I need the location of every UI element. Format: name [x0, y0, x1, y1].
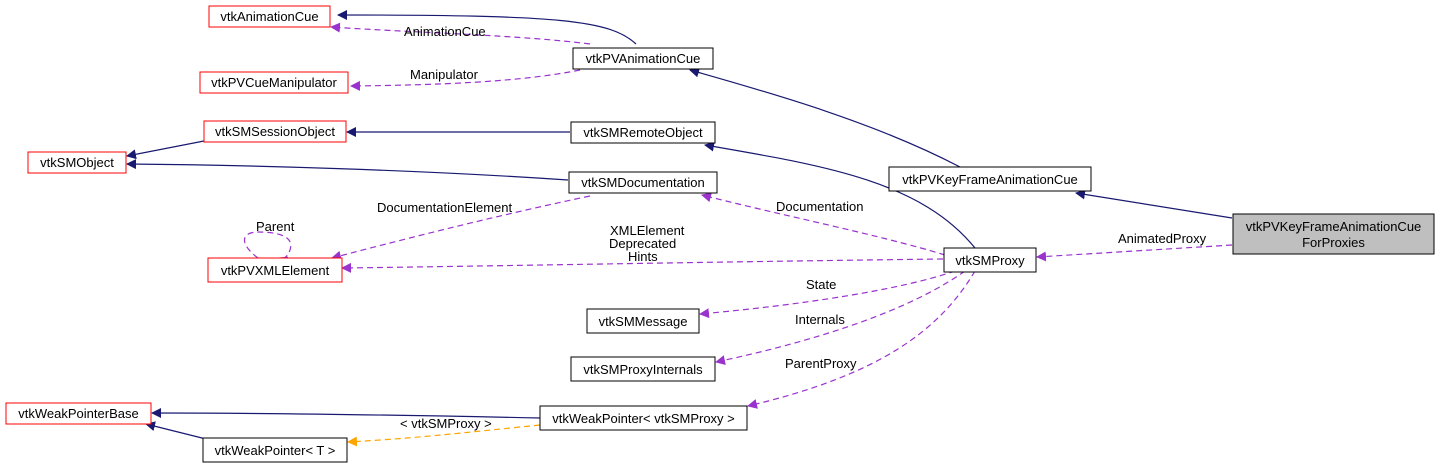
edge-usage-state [699, 270, 956, 319]
node-vtkpvanimationcue[interactable]: vtkPVAnimationCue [572, 47, 714, 70]
node-label: vtkAnimationCue [220, 9, 318, 24]
label-state: State [806, 277, 836, 292]
node-vtkanimationcue[interactable]: vtkAnimationCue [208, 5, 331, 28]
label-xml-element: XMLElement [610, 223, 685, 238]
edge-usage-animatedproxy [1036, 244, 1233, 262]
node-label: vtkSMObject [40, 155, 114, 170]
edge-usage-manipulator [350, 69, 581, 91]
node-label: vtkWeakPointer< T > [215, 443, 336, 458]
node-label: vtkPVAnimationCue [586, 51, 701, 66]
node-label: vtkWeakPointerBase [18, 406, 138, 421]
node-label: vtkSMProxyInternals [583, 362, 703, 377]
edge-usage-documentation [701, 192, 946, 256]
node-vtksmdocumentation[interactable]: vtkSMDocumentation [568, 171, 718, 194]
edge-weakptr-smproxy-to-base [151, 408, 541, 419]
label-documentation: Documentation [776, 199, 863, 214]
node-vtksmproxyinternals[interactable]: vtkSMProxyInternals [570, 356, 716, 382]
edge-documentation-to-smobject [126, 159, 569, 181]
node-vtkweakpointer-smproxy[interactable]: vtkWeakPointer< vtkSMProxy > [539, 405, 748, 431]
node-vtkpvxmlelement[interactable]: vtkPVXMLElement [207, 257, 343, 283]
label-internals: Internals [795, 312, 845, 327]
node-label: vtkPVXMLElement [221, 263, 330, 278]
label-parent-proxy: ParentProxy [785, 356, 857, 371]
node-vtksmobject[interactable]: vtkSMObject [27, 151, 127, 174]
edge-usage-animationcue [330, 22, 591, 45]
edge-sessionobject-to-smobject [126, 140, 205, 160]
node-vtksmmessage[interactable]: vtkSMMessage [586, 308, 700, 334]
node-label: vtkSMProxy [955, 253, 1025, 268]
node-focus-vtkpvkeyframeanimationcueforproxies[interactable]: vtkPVKeyFrameAnimationCue ForProxies [1232, 213, 1435, 255]
edge-usage-xmlelement [341, 258, 944, 273]
label-hints: Hints [628, 249, 658, 264]
node-label: vtkSMMessage [599, 314, 688, 329]
edge-smproxy-to-remoteobject [704, 141, 976, 249]
edge-pvanimationcue-to-animationcue [337, 10, 637, 45]
edge-template-instance [347, 424, 541, 447]
node-vtksmproxy[interactable]: vtkSMProxy [943, 247, 1037, 273]
edge-keyframecue-to-pvanimationcue [689, 67, 961, 168]
label-deprecated: Deprecated [609, 236, 676, 251]
node-label-line2: ForProxies [1302, 235, 1365, 250]
node-label: vtkWeakPointer< vtkSMProxy > [552, 411, 735, 426]
edge-usage-parentproxy [747, 270, 976, 409]
label-manipulator: Manipulator [410, 67, 479, 82]
node-label: vtkSMRemoteObject [583, 125, 703, 140]
label-parent: Parent [256, 219, 295, 234]
edge-focus-to-keyframecue [1075, 189, 1233, 219]
edge-weakptr-t-to-base [145, 421, 211, 441]
node-label: vtkPVKeyFrameAnimationCue [902, 172, 1078, 187]
node-label: vtkSMDocumentation [581, 175, 705, 190]
node-vtksmremoteobject[interactable]: vtkSMRemoteObject [570, 121, 716, 144]
label-documentation-element: DocumentationElement [377, 200, 513, 215]
edge-usage-documentationelement [331, 195, 591, 261]
label-animation-cue: AnimationCue [404, 24, 486, 39]
node-vtkpvcuemanipulator[interactable]: vtkPVCueManipulator [199, 71, 349, 94]
node-label: vtkPVCueManipulator [211, 75, 337, 90]
node-vtkweakpointer-t[interactable]: vtkWeakPointer< T > [202, 437, 348, 463]
node-vtkpvkeyframeanimationcue[interactable]: vtkPVKeyFrameAnimationCue [888, 166, 1092, 192]
node-label: vtkSMSessionObject [215, 124, 335, 139]
label-template-arg: < vtkSMProxy > [400, 416, 492, 431]
label-animated-proxy: AnimatedProxy [1118, 231, 1207, 246]
edge-usage-parent-loop [243, 231, 292, 266]
node-label-line1: vtkPVKeyFrameAnimationCue [1246, 219, 1422, 234]
node-vtkweakpointerbase[interactable]: vtkWeakPointerBase [5, 402, 152, 425]
node-vtksmsessionobject[interactable]: vtkSMSessionObject [203, 120, 347, 143]
